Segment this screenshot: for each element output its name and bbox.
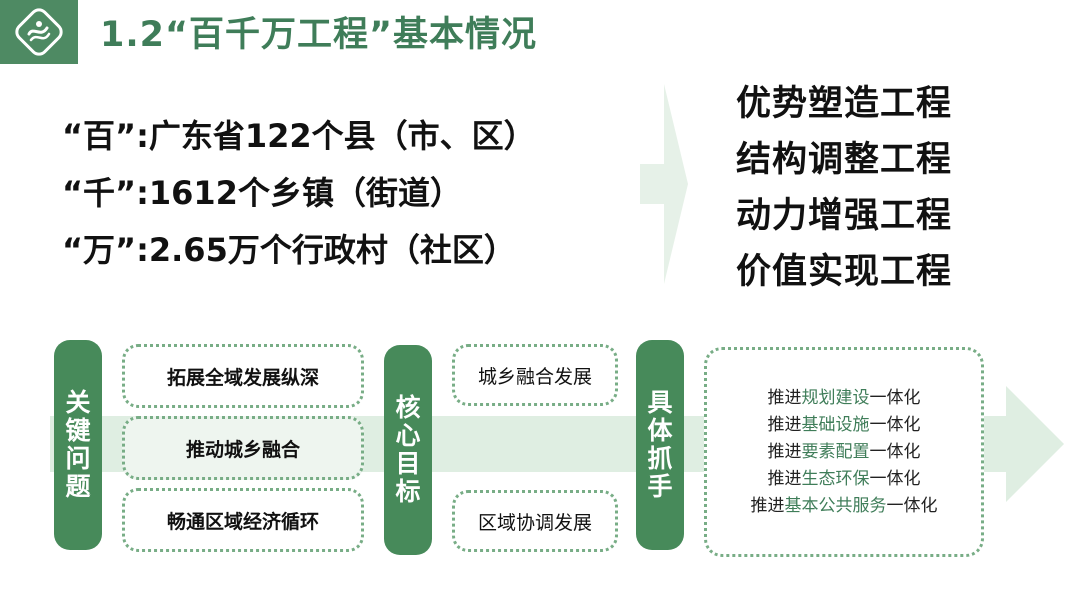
measure-item: 推进基本公共服务一体化 <box>751 493 938 520</box>
pill-measures: 具体抓手 <box>636 340 684 550</box>
measure-item: 推进要素配置一体化 <box>768 439 921 466</box>
pill-label: 关键问题 <box>65 388 91 501</box>
definitions-list: “百”:广东省122个县（市、区） “千”:1612个乡镇（街道） “万”:2.… <box>62 108 536 279</box>
key-issue-box: 推动城乡融合 <box>122 416 364 480</box>
pill-key-issues: 关键问题 <box>54 340 102 550</box>
measure-item: 推进生态环保一体化 <box>768 466 921 493</box>
measure-keyword: 要素配置 <box>801 441 870 462</box>
definition-value: 1612个乡镇（街道） <box>148 174 462 212</box>
projects-list: 优势塑造工程 结构调整工程 动力增强工程 价值实现工程 <box>736 76 952 300</box>
measures-box: 推进规划建设一体化 推进基础设施一体化 推进要素配置一体化 推进生态环保一体化 … <box>704 347 984 557</box>
definition-item: “万”:2.65万个行政村（社区） <box>62 222 536 279</box>
key-issue-box: 畅通区域经济循环 <box>122 488 364 552</box>
measure-prefix: 推进 <box>767 468 802 489</box>
definition-item: “千”:1612个乡镇（街道） <box>62 165 536 222</box>
flow-arrow <box>50 386 1064 502</box>
measure-suffix: 一体化 <box>869 468 921 489</box>
measure-item: 推进基础设施一体化 <box>768 412 921 439</box>
measure-keyword: 规划建设 <box>801 387 870 408</box>
measure-prefix: 推进 <box>767 414 802 435</box>
logo-emblem-icon <box>15 8 63 56</box>
measure-prefix: 推进 <box>750 495 785 516</box>
definition-separator: : <box>136 174 149 212</box>
definition-key: “百” <box>62 117 137 155</box>
measure-suffix: 一体化 <box>869 387 921 408</box>
measure-item: 推进规划建设一体化 <box>768 385 921 412</box>
project-item: 动力增强工程 <box>736 196 953 236</box>
measure-keyword: 基本公共服务 <box>784 495 887 516</box>
measure-suffix: 一体化 <box>869 414 921 435</box>
measure-keyword: 基础设施 <box>801 414 870 435</box>
definition-key: “千” <box>62 174 137 212</box>
definition-value: 2.65万个行政村（社区） <box>148 231 516 269</box>
key-issue-box: 拓展全域发展纵深 <box>122 344 364 408</box>
logo <box>0 0 78 64</box>
project-item: 优势塑造工程 <box>736 84 953 124</box>
definition-separator: : <box>136 231 149 269</box>
chevron-right-icon <box>640 84 688 284</box>
page-title: 1.2“百千万工程”基本情况 <box>100 15 538 55</box>
measure-suffix: 一体化 <box>886 495 938 516</box>
definition-key: “万” <box>62 231 137 269</box>
definition-item: “百”:广东省122个县（市、区） <box>62 108 536 165</box>
core-goal-box: 城乡融合发展 <box>452 344 618 406</box>
definition-value: 广东省122个县（市、区） <box>148 117 536 155</box>
measure-prefix: 推进 <box>767 441 802 462</box>
pill-core-goals: 核心目标 <box>384 345 432 555</box>
measure-prefix: 推进 <box>767 387 802 408</box>
pill-label: 核心目标 <box>395 393 421 506</box>
core-goal-box: 区域协调发展 <box>452 490 618 552</box>
measure-suffix: 一体化 <box>869 441 921 462</box>
pill-label: 具体抓手 <box>647 388 673 501</box>
project-item: 价值实现工程 <box>736 252 953 292</box>
definition-separator: : <box>136 117 149 155</box>
project-item: 结构调整工程 <box>736 140 953 180</box>
measure-keyword: 生态环保 <box>801 468 870 489</box>
